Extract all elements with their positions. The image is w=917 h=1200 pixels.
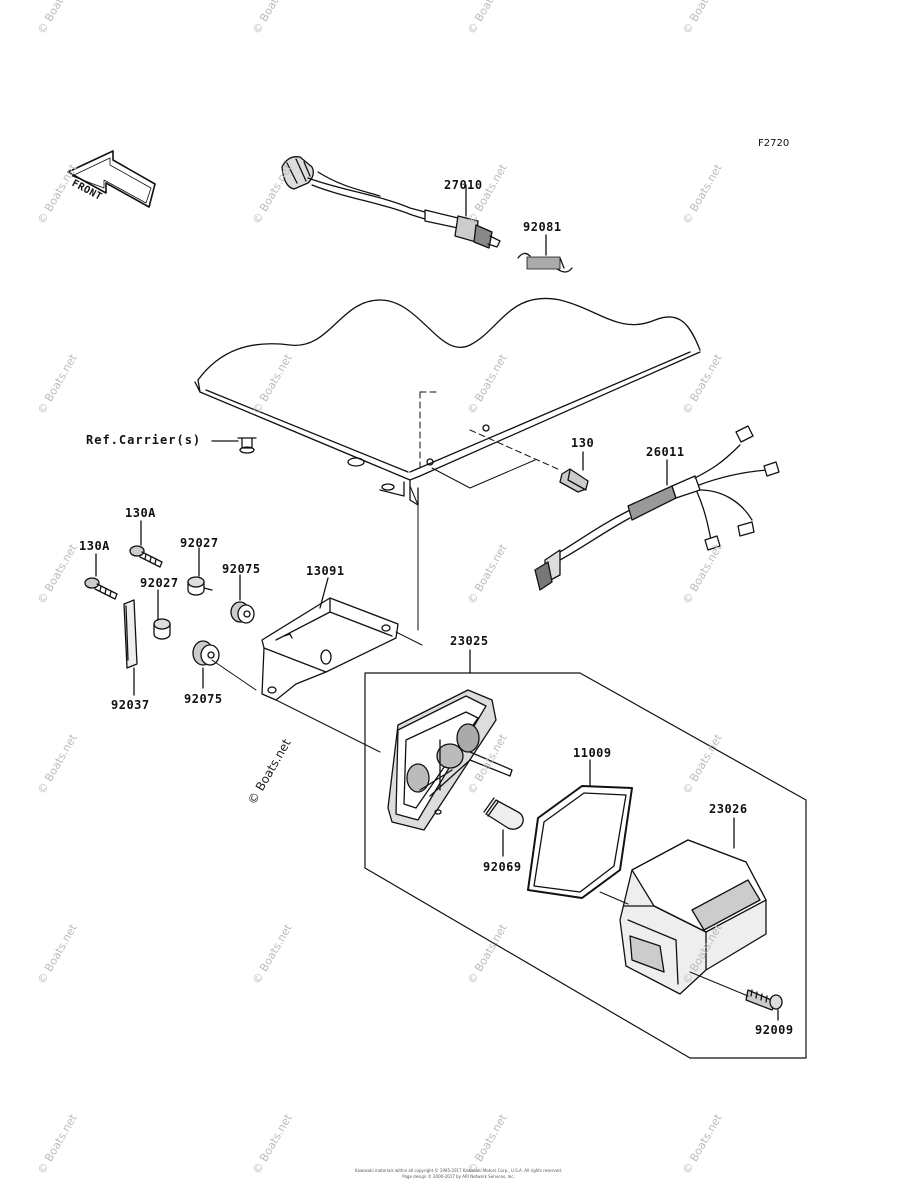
grommet-92075-upper xyxy=(230,601,255,624)
guide-gasket xyxy=(599,891,629,905)
part-label-13091[interactable]: 13091 xyxy=(306,564,345,578)
bolt-130a-upper xyxy=(129,545,163,568)
part-label-92075-upper[interactable]: 92075 xyxy=(222,562,261,576)
sensor-27010 xyxy=(281,156,501,249)
part-label-92027-upper[interactable]: 92027 xyxy=(180,536,219,550)
carrier-bolt xyxy=(237,437,257,454)
part-label-23026[interactable]: 23026 xyxy=(709,802,748,816)
part-label-92027-lower[interactable]: 92027 xyxy=(140,576,179,590)
ref-carrier-label: Ref.Carrier(s) xyxy=(86,433,202,447)
part-label-92009[interactable]: 92009 xyxy=(755,1023,794,1037)
bulb-92069 xyxy=(483,797,524,830)
carrier-panel xyxy=(194,297,701,506)
assembly-box-23025 xyxy=(364,672,807,1059)
strip-92037 xyxy=(123,599,138,669)
guide-bracket xyxy=(395,485,423,646)
part-label-26011[interactable]: 26011 xyxy=(646,445,685,459)
front-arrow-icon xyxy=(67,150,156,208)
part-label-92069[interactable]: 92069 xyxy=(483,860,522,874)
part-label-130a-upper[interactable]: 130A xyxy=(125,506,156,520)
guide-line xyxy=(431,459,536,489)
harness-26011 xyxy=(534,425,780,591)
part-label-23025[interactable]: 23025 xyxy=(450,634,489,648)
part-label-130[interactable]: 130 xyxy=(571,436,595,450)
collar-92027-lower xyxy=(153,618,171,640)
leader-13091 xyxy=(319,577,329,609)
lens-23026 xyxy=(619,839,767,995)
part-label-92037[interactable]: 92037 xyxy=(111,698,150,712)
footer-credit: Page design © 2000-2017 by ARI Network S… xyxy=(402,1174,515,1179)
footer-copyright: Kawasaki materials within all copyright … xyxy=(354,1168,563,1173)
part-label-92075-lower[interactable]: 92075 xyxy=(184,692,223,706)
spring-92081 xyxy=(517,252,573,273)
figure-id: F2720 xyxy=(758,138,790,149)
bolt-130a-lower xyxy=(84,577,118,600)
bracket-13091 xyxy=(261,597,399,701)
bolt-130 xyxy=(559,468,589,493)
lamp-base-23025 xyxy=(387,689,513,831)
screw-92009 xyxy=(689,971,783,1011)
guide-grommet xyxy=(211,659,381,753)
collar-92027-upper xyxy=(187,576,213,596)
part-label-130a-lower[interactable]: 130A xyxy=(79,539,110,553)
gasket-11009 xyxy=(527,785,633,899)
grommet-92075-lower xyxy=(192,640,220,666)
part-label-11009[interactable]: 11009 xyxy=(573,746,612,760)
part-label-27010[interactable]: 27010 xyxy=(444,178,483,192)
dashed-guide xyxy=(419,391,561,471)
part-label-92081[interactable]: 92081 xyxy=(523,220,562,234)
